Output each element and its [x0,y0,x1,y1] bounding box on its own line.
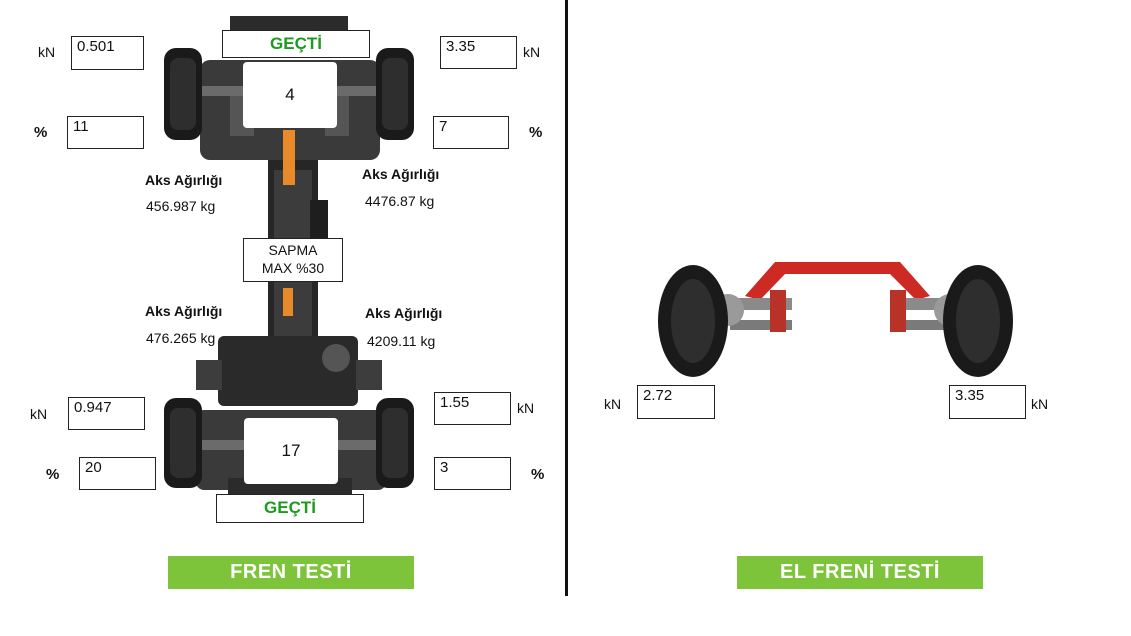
rear-right-kn-unit: kN [517,400,535,416]
rear-center-value: 17 [244,418,338,484]
brake-test-button[interactable]: FREN TESTİ [168,556,414,589]
front-left-axle-weight: 456.987 kg [146,198,216,214]
front-left-pct-field: 11 [67,116,144,149]
rear-right-axle-label: Aks Ağırlığı [365,305,443,321]
rear-right-axle-weight: 4209.11 kg [367,333,436,349]
hand-brake-right-kn-unit: kN [1031,396,1049,412]
front-left-pct-unit: % [34,124,48,141]
deviation-box: SAPMA MAX %30 [243,238,343,282]
front-right-kn-field: 3.35 [440,36,517,69]
front-left-kn-unit: kN [38,44,56,60]
front-right-axle-weight: 4476.87 kg [365,193,435,209]
rear-left-kn-unit: kN [30,406,48,422]
rear-left-axle-weight: 476.265 kg [146,330,216,346]
front-right-axle-label: Aks Ağırlığı [362,166,440,182]
front-right-kn-unit: kN [523,44,541,60]
front-right-pct-unit: % [529,124,543,141]
front-left-kn-field: 0.501 [71,36,144,70]
rear-left-axle-label: Aks Ağırlığı [145,303,223,319]
front-center-value: 4 [243,62,337,128]
rear-right-pct-field: 3 [434,457,511,490]
red-upper-arm [745,262,930,300]
hand-brake-left-kn-unit: kN [604,396,622,412]
front-pass-status: GEÇTİ [222,30,370,58]
section-divider [565,0,568,596]
front-right-pct-field: 7 [433,116,509,149]
hand-brake-left-kn-field: 2.72 [637,385,715,419]
hand-brake-right-kn-field: 3.35 [949,385,1026,419]
rear-left-pct-field: 20 [79,457,156,490]
spine-orange-cable [283,130,295,185]
deviation-max: MAX %30 [261,260,325,276]
rear-pass-status: GEÇTİ [216,494,364,523]
hand-brake-test-button[interactable]: EL FRENİ TESTİ [737,556,983,589]
rear-right-kn-field: 1.55 [434,392,511,425]
front-left-axle-label: Aks Ağırlığı [145,172,223,188]
deviation-label: SAPMA [268,242,318,258]
rear-left-pct-unit: % [46,466,60,483]
rear-left-kn-field: 0.947 [68,397,145,430]
rear-right-pct-unit: % [531,466,545,483]
